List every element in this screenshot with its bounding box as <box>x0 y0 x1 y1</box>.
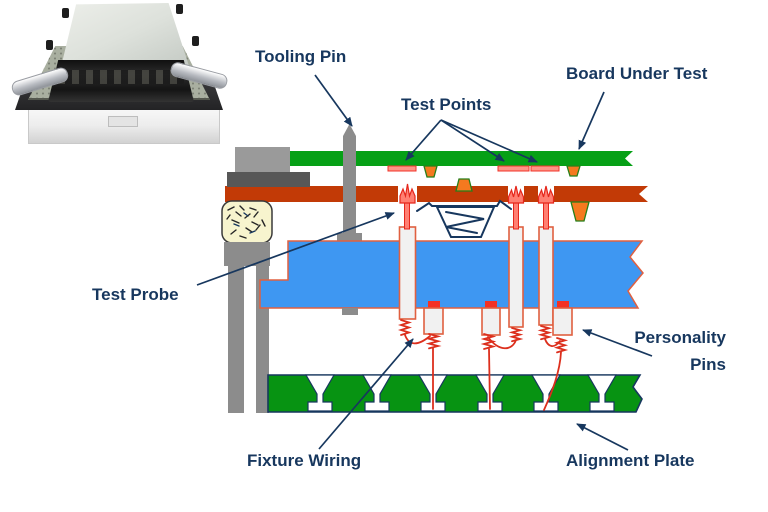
arrow-test-points-1 <box>405 119 442 161</box>
photo-clamp-texture <box>58 70 184 84</box>
component-outline <box>416 199 512 238</box>
arrow-alignment-plate <box>576 423 629 451</box>
annotation-arrows <box>196 74 653 451</box>
photo-knob <box>46 40 53 50</box>
left-clamp-blocks <box>227 147 310 187</box>
alignment-plate-shape <box>267 374 643 413</box>
tooling-pin-label: Tooling Pin <box>255 47 347 66</box>
personality-pins-label-line1: Personality <box>634 328 726 347</box>
test-probe-label: Test Probe <box>92 285 179 304</box>
photo-knob <box>62 8 69 18</box>
personality-pins-shapes <box>423 301 573 336</box>
arrow-test-probe <box>196 212 395 286</box>
foam-gasket-blob <box>221 200 273 244</box>
photo-top-plate <box>60 3 190 71</box>
test-points-label: Test Points <box>401 95 492 114</box>
board-standoffs <box>423 165 581 178</box>
photo-latch <box>108 116 138 127</box>
personality-pins-label: Personality Pins <box>600 324 726 378</box>
fixture-wiring-label: Fixture Wiring <box>247 451 362 470</box>
test-probes <box>398 183 555 328</box>
arrow-test-points-3 <box>440 119 538 163</box>
arrow-test-points-2 <box>440 119 505 162</box>
fixture-photo <box>6 0 230 148</box>
fixture-wires <box>397 319 569 411</box>
board-under-test-shape <box>289 151 633 166</box>
board-under-test-label: Board Under Test <box>566 64 708 83</box>
alignment-plate-label: Alignment Plate <box>566 451 695 470</box>
tooling-pin-stub <box>342 308 358 315</box>
arrow-personality-pins <box>582 329 653 357</box>
photo-knob <box>192 36 199 46</box>
personality-pins-label-line2: Pins <box>690 355 726 374</box>
support-columns <box>224 242 270 413</box>
probe-plate-shape <box>259 240 644 315</box>
test-point-pads <box>387 165 560 172</box>
photo-knob <box>176 4 183 14</box>
arrow-tooling-pin <box>314 74 353 127</box>
tooling-pin-shape <box>337 124 362 241</box>
arrow-board-under-test <box>578 91 605 150</box>
arrow-fixture-wiring <box>318 338 414 450</box>
